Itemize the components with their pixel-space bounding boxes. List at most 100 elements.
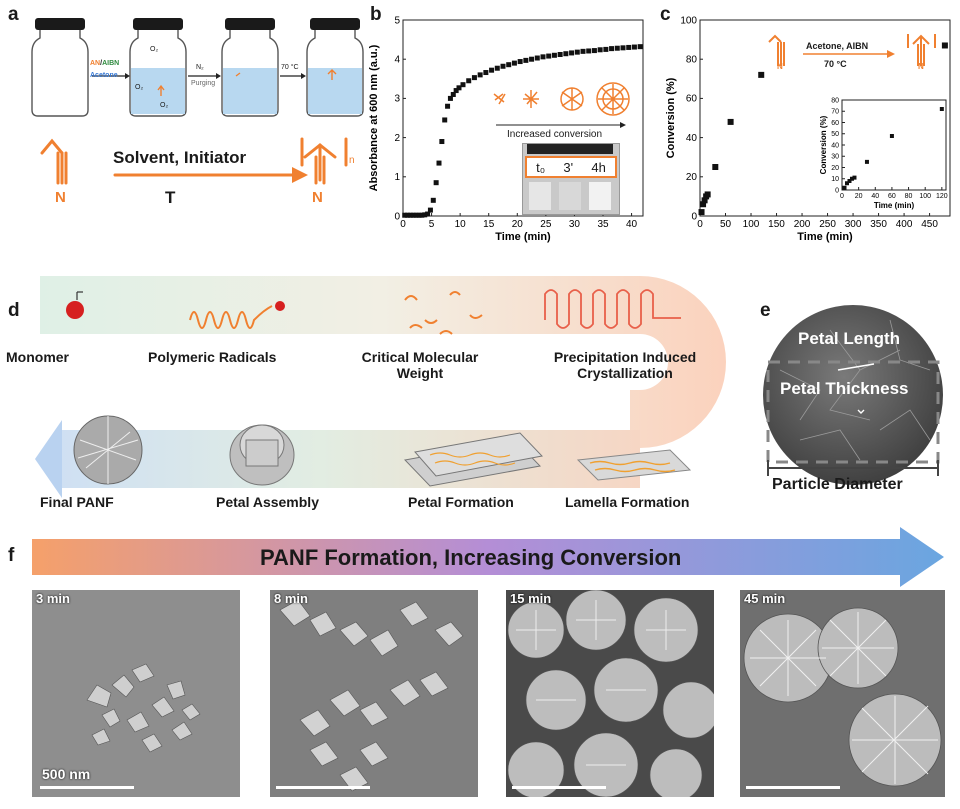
c-inset-ytick-label: 20	[831, 165, 839, 172]
panel-a-label: a	[8, 4, 19, 25]
b-data-point	[445, 103, 451, 109]
conversion-scheme	[768, 34, 936, 66]
c-xtick-label: 250	[819, 219, 836, 230]
vial-time-1: 3'	[563, 159, 574, 175]
petal-length-label: Petal Length	[798, 329, 901, 348]
c-ytick-label: 40	[686, 133, 698, 144]
c-inset-data-point	[844, 181, 849, 186]
b-data-point	[453, 88, 459, 94]
b-data-point	[637, 44, 643, 50]
b-data-point	[427, 207, 433, 213]
c-plot-frame	[699, 19, 951, 217]
c-xtick-label: 100	[743, 219, 760, 230]
c-xtick-label: 350	[870, 219, 887, 230]
polymer-n-atom: N	[312, 189, 323, 206]
c-inset-xtick-label: 120	[936, 193, 948, 200]
b-data-point	[466, 78, 472, 84]
step-monomer: Monomer	[6, 349, 69, 365]
b-ytick-label: 1	[394, 172, 400, 183]
b-plot-frame	[402, 19, 644, 217]
b-xtick-label: 20	[512, 219, 524, 230]
increase-arrow	[496, 122, 626, 128]
reaction-conditions: Solvent, Initiator	[113, 148, 247, 167]
c-ytick-label: 0	[691, 211, 697, 222]
b-data-point	[586, 48, 592, 54]
b-data-point	[477, 72, 483, 78]
b-data-point	[511, 60, 517, 66]
b-ytick-label: 0	[394, 211, 400, 222]
panel-e-label: e	[760, 300, 771, 321]
b-data-point	[603, 46, 609, 52]
o2-label-2: O₂	[135, 84, 144, 91]
c-inset-ytick-label: 50	[831, 131, 839, 138]
b-data-point	[540, 54, 546, 60]
b-data-point	[456, 85, 462, 91]
petal-thickness-label: Petal Thickness	[780, 379, 909, 398]
b-data-point	[489, 67, 495, 73]
b-data-point	[483, 70, 489, 76]
c-xtick-label: 0	[697, 219, 703, 230]
c-inset-ylabel: Conversion (%)	[819, 115, 828, 174]
b-data-point	[569, 50, 575, 56]
c-inset-xlabel: Time (min)	[874, 201, 915, 210]
banner-title: PANF Formation, Increasing Conversion	[260, 545, 682, 570]
c-inset-data-point	[864, 159, 869, 164]
b-data-point	[416, 212, 422, 218]
b-data-point	[442, 117, 448, 123]
vial-time-2: 4h	[591, 159, 606, 175]
c-inset-ytick-label: 0	[835, 187, 839, 194]
c-data-point	[758, 71, 765, 78]
reaction-temperature: T	[165, 188, 176, 207]
c-inset-xtick-label: 0	[840, 193, 844, 200]
b-data-point	[407, 212, 413, 218]
step-lamella-formation: Lamella Formation	[565, 494, 690, 510]
c-inset-plot-frame	[841, 99, 947, 191]
vial-photo: t₀ 3' 4h	[522, 143, 620, 215]
c-inset-data-point	[889, 134, 894, 138]
b-data-point	[447, 95, 453, 101]
b-xtick-label: 35	[597, 219, 609, 230]
c-xtick-label: 400	[896, 219, 913, 230]
b-data-point	[471, 75, 477, 81]
scheme-temperature: 70 °C	[824, 59, 847, 69]
step-polymeric-radicals: Polymeric Radicals	[148, 349, 277, 365]
panel-c-label: c	[660, 4, 671, 25]
fiber-growth-illustrations	[493, 82, 630, 116]
b-data-point	[402, 212, 408, 218]
b-data-point	[410, 212, 416, 218]
sem-image-45min: 45 min	[740, 590, 945, 797]
c-xtick-label: 450	[921, 219, 938, 230]
monomer-n-atom: N	[55, 189, 66, 206]
b-data-point	[430, 197, 436, 203]
b-data-point	[425, 211, 431, 217]
b-ytick-label: 3	[394, 94, 400, 105]
b-data-point	[574, 49, 580, 55]
b-ytick-label: 2	[394, 133, 400, 144]
step-final-panf: Final PANF	[40, 494, 114, 510]
c-data-point	[704, 191, 711, 198]
particle-diameter-label: Particle Diameter	[772, 476, 903, 493]
b-ytick-label: 5	[394, 15, 400, 26]
inset-caption: Increased conversion	[507, 129, 603, 140]
b-data-point	[557, 51, 563, 57]
sem-image-8min: 8 min	[270, 590, 478, 797]
polymer-subscript: n	[349, 155, 355, 166]
b-data-point	[551, 52, 557, 58]
b-data-point	[422, 212, 428, 218]
c-inset-xtick-label: 80	[905, 193, 913, 200]
c-inset-data-point	[939, 107, 944, 111]
c-inset-data-point	[849, 176, 854, 181]
c-xtick-label: 50	[720, 219, 732, 230]
b-data-point	[517, 59, 523, 65]
panel-d-label: d	[8, 300, 20, 321]
c-inset-ytick-label: 60	[831, 120, 839, 127]
progress-banner	[32, 527, 944, 587]
c-data-point	[712, 164, 719, 170]
sem-image-3min: 3 min 500 nm	[32, 590, 240, 797]
c-xtick-label: 150	[768, 219, 785, 230]
b-xtick-label: 30	[569, 219, 581, 230]
